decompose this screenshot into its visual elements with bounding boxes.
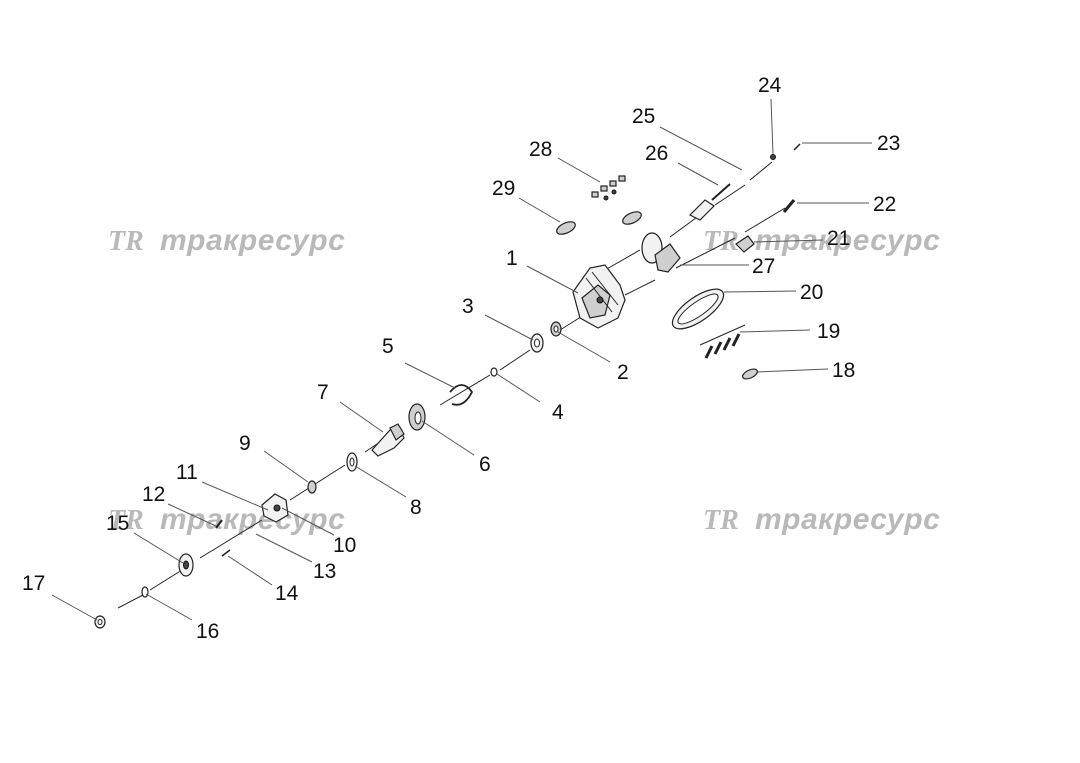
callout-labels: 1 2 3 4 5 6 7 8 9 10 11 12 13 14 15 16 1… [22,74,900,643]
part-2-ring [550,321,562,337]
part-8-bearing [346,452,358,472]
callout-17: 17 [22,572,45,595]
watermark-top-right: TR тракресурс [703,224,940,257]
part-7-pinion-shaft [371,423,405,457]
svg-text:TR: TR [703,226,739,257]
callout-1: 1 [506,247,518,270]
part-26-shaft [688,183,731,221]
part-10-flange [261,493,289,523]
callout-16: 16 [196,620,219,643]
callout-4: 4 [552,401,564,424]
callout-25: 25 [632,105,655,128]
callout-18: 18 [832,359,855,382]
callout-20: 20 [800,281,823,304]
part-18-seal [741,368,759,380]
callout-21: 21 [827,227,850,250]
callout-9: 9 [239,432,251,455]
svg-text:тракресурс: тракресурс [755,224,940,257]
callout-11: 11 [176,461,198,484]
watermark-top-left: TR тракресурс [108,224,345,257]
callout-6: 6 [479,453,491,476]
svg-text:TR: TR [108,505,144,536]
part-19-bolts [704,333,741,359]
callout-3: 3 [462,295,474,318]
part-5-snap-ring [449,384,474,406]
callout-13: 13 [313,560,336,583]
svg-text:тракресурс: тракресурс [160,224,345,257]
svg-text:TR: TR [703,505,739,536]
part-14-pin [221,549,231,557]
part-21-bracket [735,235,755,253]
callout-7: 7 [317,381,329,404]
part-15-flange-disc [178,553,194,577]
callout-26: 26 [645,142,668,165]
callout-29: 29 [492,177,515,200]
part-22-bolt [782,199,796,213]
watermark-bottom-right: TR тракресурс [703,503,940,536]
part-27-diff-case [641,232,681,273]
callout-8: 8 [410,496,422,519]
callout-12: 12 [142,483,165,506]
callout-23: 23 [877,132,900,155]
part-16-washer [141,586,149,598]
watermark-bottom-left: TR тракресурс [108,503,345,536]
svg-text:TR: TR [108,226,144,257]
part-29-seals [556,211,642,235]
part-17-nut [94,615,106,629]
svg-text:тракресурс: тракресурс [160,503,345,536]
callout-10: 10 [333,534,356,557]
callout-22: 22 [873,193,896,216]
callout-19: 19 [817,320,840,343]
svg-text:тракресурс: тракресурс [755,503,940,536]
callout-14: 14 [275,582,299,605]
callout-28: 28 [529,138,552,161]
part-1-housing [572,264,626,329]
part-20-ring-gear [671,288,725,330]
part-4-small-ring [490,367,498,377]
callout-15: 15 [106,512,129,535]
part-3-washer [530,333,544,353]
callout-5: 5 [382,335,394,358]
part-12-pin [215,519,223,529]
callout-27: 27 [752,255,775,278]
leader-lines [51,98,872,621]
part-28-small-parts [591,175,626,201]
part-23-pin [793,143,801,151]
part-6-gear-disc [408,403,426,431]
callout-24: 24 [758,74,782,97]
part-9-ring [307,480,317,494]
callout-2: 2 [617,361,629,384]
part-24-ball [770,154,776,160]
